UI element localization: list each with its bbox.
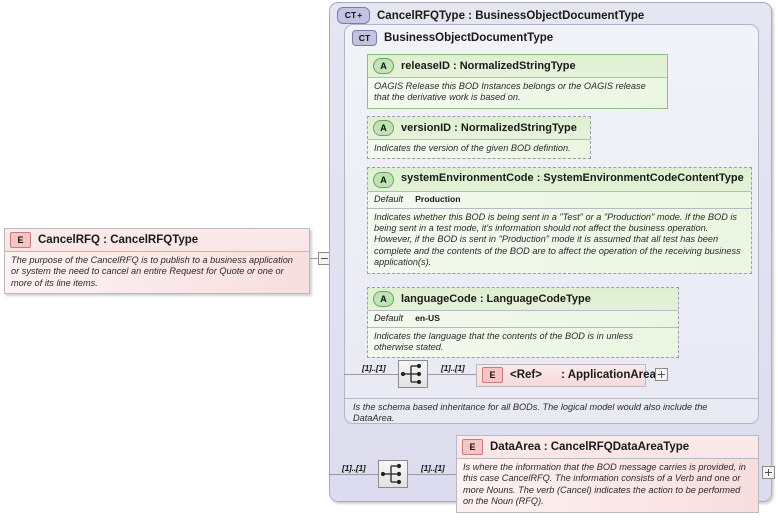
sequence-compositor-icon[interactable] bbox=[398, 360, 428, 388]
cardinality-seq2-right: [1]..[1] bbox=[421, 463, 445, 473]
connector-seq1-left bbox=[344, 374, 398, 375]
default-label: Default bbox=[374, 194, 404, 204]
default-value: en-US bbox=[415, 313, 440, 323]
node-applicationarea-header: E <Ref> : ApplicationArea bbox=[477, 365, 656, 386]
node-attr-versionid[interactable]: A versionID : NormalizedStringType Indic… bbox=[367, 116, 591, 160]
cardinality-seq2-left: [1]..[1] bbox=[342, 463, 366, 473]
element-badge-icon: E bbox=[10, 232, 31, 248]
node-applicationarea-ref[interactable]: E <Ref> : ApplicationArea bbox=[476, 364, 656, 387]
node-attr-releaseid-annotation: OAGIS Release this BOD Instances belongs… bbox=[368, 77, 667, 108]
attribute-badge-icon: A bbox=[373, 172, 394, 188]
sequence-glyph bbox=[400, 363, 422, 385]
attribute-badge-icon: A bbox=[373, 58, 394, 74]
node-attr-systemenvironmentcode-header: A systemEnvironmentCode : SystemEnvironm… bbox=[368, 168, 751, 191]
node-applicationarea-title: <Ref> : ApplicationArea bbox=[510, 369, 656, 381]
node-attr-versionid-annotation: Indicates the version of the given BOD d… bbox=[368, 139, 590, 159]
node-attr-languagecode-header: A languageCode : LanguageCodeType bbox=[368, 288, 678, 310]
node-attr-systemenvironmentcode-default: Default Production bbox=[368, 191, 751, 208]
attribute-badge-icon: A bbox=[373, 291, 394, 307]
cardinality-seq1-right: [1]..[1] bbox=[441, 363, 465, 373]
node-dataarea-header: E DataArea : CancelRFQDataAreaType bbox=[457, 436, 758, 458]
connector-seq2-right bbox=[408, 474, 456, 475]
node-attr-releaseid-title: releaseID : NormalizedStringType bbox=[401, 60, 576, 72]
node-businessobjectdocumenttype-title: BusinessObjectDocumentType bbox=[384, 32, 554, 44]
plus-toggle-icon[interactable] bbox=[655, 368, 668, 381]
node-dataarea-title: DataArea : CancelRFQDataAreaType bbox=[490, 441, 690, 453]
plus-toggle-icon[interactable] bbox=[762, 466, 775, 479]
node-cancelrfqtype-title: CancelRFQType : BusinessObjectDocumentTy… bbox=[377, 9, 645, 22]
element-badge-icon: E bbox=[462, 439, 483, 455]
node-attr-versionid-header: A versionID : NormalizedStringType bbox=[368, 117, 590, 139]
node-cancelrfqtype-header: CT+ CancelRFQType : BusinessObjectDocume… bbox=[330, 3, 771, 26]
node-businessobjectdocumenttype-footer: Is the schema based inheritance for all … bbox=[345, 398, 758, 429]
node-cancelrfq-title: CancelRFQ : CancelRFQType bbox=[38, 234, 199, 246]
node-attr-systemenvironmentcode[interactable]: A systemEnvironmentCode : SystemEnvironm… bbox=[367, 167, 752, 274]
node-attr-versionid-title: versionID : NormalizedStringType bbox=[401, 122, 577, 134]
connector-seq1-right bbox=[428, 374, 476, 375]
node-attr-languagecode-title: languageCode : LanguageCodeType bbox=[401, 293, 591, 305]
node-attr-languagecode[interactable]: A languageCode : LanguageCodeType Defaul… bbox=[367, 287, 679, 359]
complextype-expanded-badge-icon: CT+ bbox=[337, 7, 370, 24]
sequence-compositor-icon[interactable] bbox=[378, 460, 408, 488]
default-value: Production bbox=[415, 194, 461, 204]
node-dataarea[interactable]: E DataArea : CancelRFQDataAreaType Is wh… bbox=[456, 435, 759, 513]
node-dataarea-annotation: Is where the information that the BOD me… bbox=[457, 458, 758, 512]
connector-root-to-toggle bbox=[310, 258, 318, 259]
node-cancelrfq-annotation: The purpose of the CancelRFQ is to publi… bbox=[5, 251, 309, 294]
node-attr-languagecode-default: Default en-US bbox=[368, 310, 678, 327]
node-cancelrfq-header: E CancelRFQ : CancelRFQType bbox=[5, 229, 309, 251]
sequence-glyph bbox=[380, 463, 402, 485]
cardinality-seq1-left: [1]..[1] bbox=[362, 363, 386, 373]
node-businessobjectdocumenttype-header: CT BusinessObjectDocumentType bbox=[345, 25, 758, 49]
node-attr-releaseid[interactable]: A releaseID : NormalizedStringType OAGIS… bbox=[367, 54, 668, 109]
node-attr-languagecode-annotation: Indicates the language that the contents… bbox=[368, 326, 678, 358]
complextype-badge-icon: CT bbox=[352, 30, 377, 46]
node-attr-releaseid-header: A releaseID : NormalizedStringType bbox=[368, 55, 667, 77]
element-badge-icon: E bbox=[482, 367, 503, 383]
node-attr-systemenvironmentcode-title: systemEnvironmentCode : SystemEnvironmen… bbox=[401, 172, 744, 184]
node-cancelrfq-element[interactable]: E CancelRFQ : CancelRFQType The purpose … bbox=[4, 228, 310, 295]
attribute-badge-icon: A bbox=[373, 120, 394, 136]
connector-seq2-left bbox=[329, 474, 378, 475]
default-label: Default bbox=[374, 313, 404, 323]
node-attr-systemenvironmentcode-annotation: Indicates whether this BOD is being sent… bbox=[368, 207, 751, 273]
